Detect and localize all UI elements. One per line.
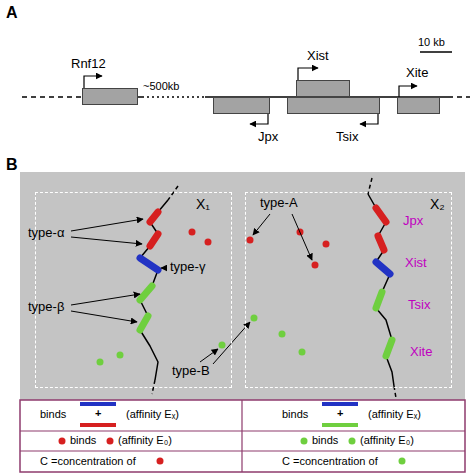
gene-label: Xite <box>410 345 432 360</box>
type-beta-site <box>386 340 392 356</box>
chromosome <box>140 200 168 380</box>
legend-cell-text: binds <box>312 434 338 447</box>
transcription-arrow <box>360 114 378 124</box>
legend-table <box>20 400 465 472</box>
type-b-molecules <box>97 315 306 366</box>
chromosome-end <box>168 186 178 200</box>
gene-name: Jpx <box>258 130 278 145</box>
sample-gamma-bar <box>80 402 116 406</box>
table-rules <box>20 400 465 472</box>
type-gamma-site <box>376 262 390 274</box>
panel-letter: B <box>6 156 18 174</box>
callout-label: type-α <box>28 226 64 241</box>
type-b-dot <box>299 349 306 356</box>
type-gamma-site <box>140 258 158 270</box>
scale-bar <box>420 51 452 53</box>
legend-cell-text: (affinity E₀) <box>118 434 172 447</box>
type-a-dot <box>205 239 212 246</box>
legend-cell-text: binds <box>40 408 66 421</box>
sample-dot <box>59 438 66 445</box>
gene-label: Xist <box>405 256 427 271</box>
panel-letter: A <box>6 4 18 22</box>
scale-label: 10 kb <box>418 36 445 49</box>
chromosome-line <box>22 96 82 98</box>
type-alpha-site <box>150 234 158 246</box>
type-b-dot <box>279 331 286 338</box>
legend-cell-text: (affinity Eₓ) <box>368 408 421 421</box>
callout-label: type-β <box>28 300 64 315</box>
chromosome-gap <box>142 96 205 98</box>
gene-box: Rnf12 <box>82 88 138 105</box>
gene-box: Tsix <box>287 97 380 114</box>
transcription-arrow <box>250 114 268 124</box>
transcription-arrow <box>84 76 102 88</box>
callout-arrow <box>71 294 140 305</box>
callout-arrow <box>253 214 270 235</box>
sample-dot <box>107 438 114 445</box>
callout-label: type-γ <box>170 260 205 275</box>
gene-box: Xist <box>296 80 350 97</box>
callout-label: type-A <box>260 196 298 211</box>
gene-name: Tsix <box>336 130 358 145</box>
legend-cell-text: (affinity E₀) <box>360 434 414 447</box>
gene-box: Xite <box>397 97 440 114</box>
type-beta-site <box>376 292 382 308</box>
legend-cell-text: (affinity Eₓ) <box>126 408 179 421</box>
gene-name: Xist <box>307 49 329 64</box>
callout-arrows <box>71 214 312 364</box>
sample-dot <box>349 438 356 445</box>
type-a-dot <box>247 237 254 244</box>
type-a-dot <box>189 229 196 236</box>
sample-alpha-bar <box>80 423 116 427</box>
type-alpha-site <box>376 208 386 222</box>
panel-ground <box>20 172 465 400</box>
gene-name: Rnf12 <box>71 57 106 72</box>
callout-label: type-B <box>172 364 210 379</box>
gene-box: Jpx <box>213 97 270 114</box>
callout-arrow <box>71 237 142 244</box>
legend-cell-text: + <box>95 407 101 420</box>
callout-arrow <box>292 214 312 260</box>
chromosome <box>368 194 394 386</box>
callout-arrow <box>200 349 218 362</box>
legend-cell-text: binds <box>282 408 308 421</box>
type-b-dot <box>219 342 226 349</box>
chromosome-name: X₁ <box>196 196 210 212</box>
chromosome-name: X₂ <box>430 196 445 212</box>
chromosome-end <box>152 380 155 394</box>
type-alpha-site <box>150 212 158 222</box>
type-alpha-site <box>378 236 384 250</box>
sample-beta-bar <box>322 423 358 427</box>
legend-cell-text: C =concentration of <box>282 455 378 468</box>
gene-label: Jpx <box>403 214 423 229</box>
chromosome-region: X₁ <box>35 192 232 388</box>
type-b-dot <box>251 315 258 322</box>
transcription-arrow <box>399 86 417 97</box>
sample-dot <box>399 458 406 465</box>
sample-dot <box>157 458 164 465</box>
type-a-dot <box>312 262 319 269</box>
sample-dot <box>301 438 308 445</box>
sample-gamma-bar <box>322 402 358 406</box>
type-a-dot <box>323 241 330 248</box>
type-b-dot <box>97 359 104 366</box>
callout-arrow <box>71 311 137 322</box>
gene-label: Tsix <box>408 298 430 313</box>
chromosome-line <box>138 96 142 98</box>
type-b-dot <box>117 352 124 359</box>
callout-arrow <box>71 219 143 231</box>
legend-cell-text: binds <box>70 434 96 447</box>
gene-name: Xite <box>406 66 428 81</box>
type-beta-site <box>140 286 152 300</box>
legend-cell-text: + <box>337 407 343 420</box>
type-beta-site <box>140 316 148 330</box>
callout-arrow <box>161 268 167 269</box>
transcription-arrow <box>298 68 318 80</box>
chromosome-line <box>448 96 470 98</box>
type-a-molecules <box>189 229 330 269</box>
scale-label: ~500kb <box>143 80 179 93</box>
legend-cell-text: C =concentration of <box>40 455 136 468</box>
